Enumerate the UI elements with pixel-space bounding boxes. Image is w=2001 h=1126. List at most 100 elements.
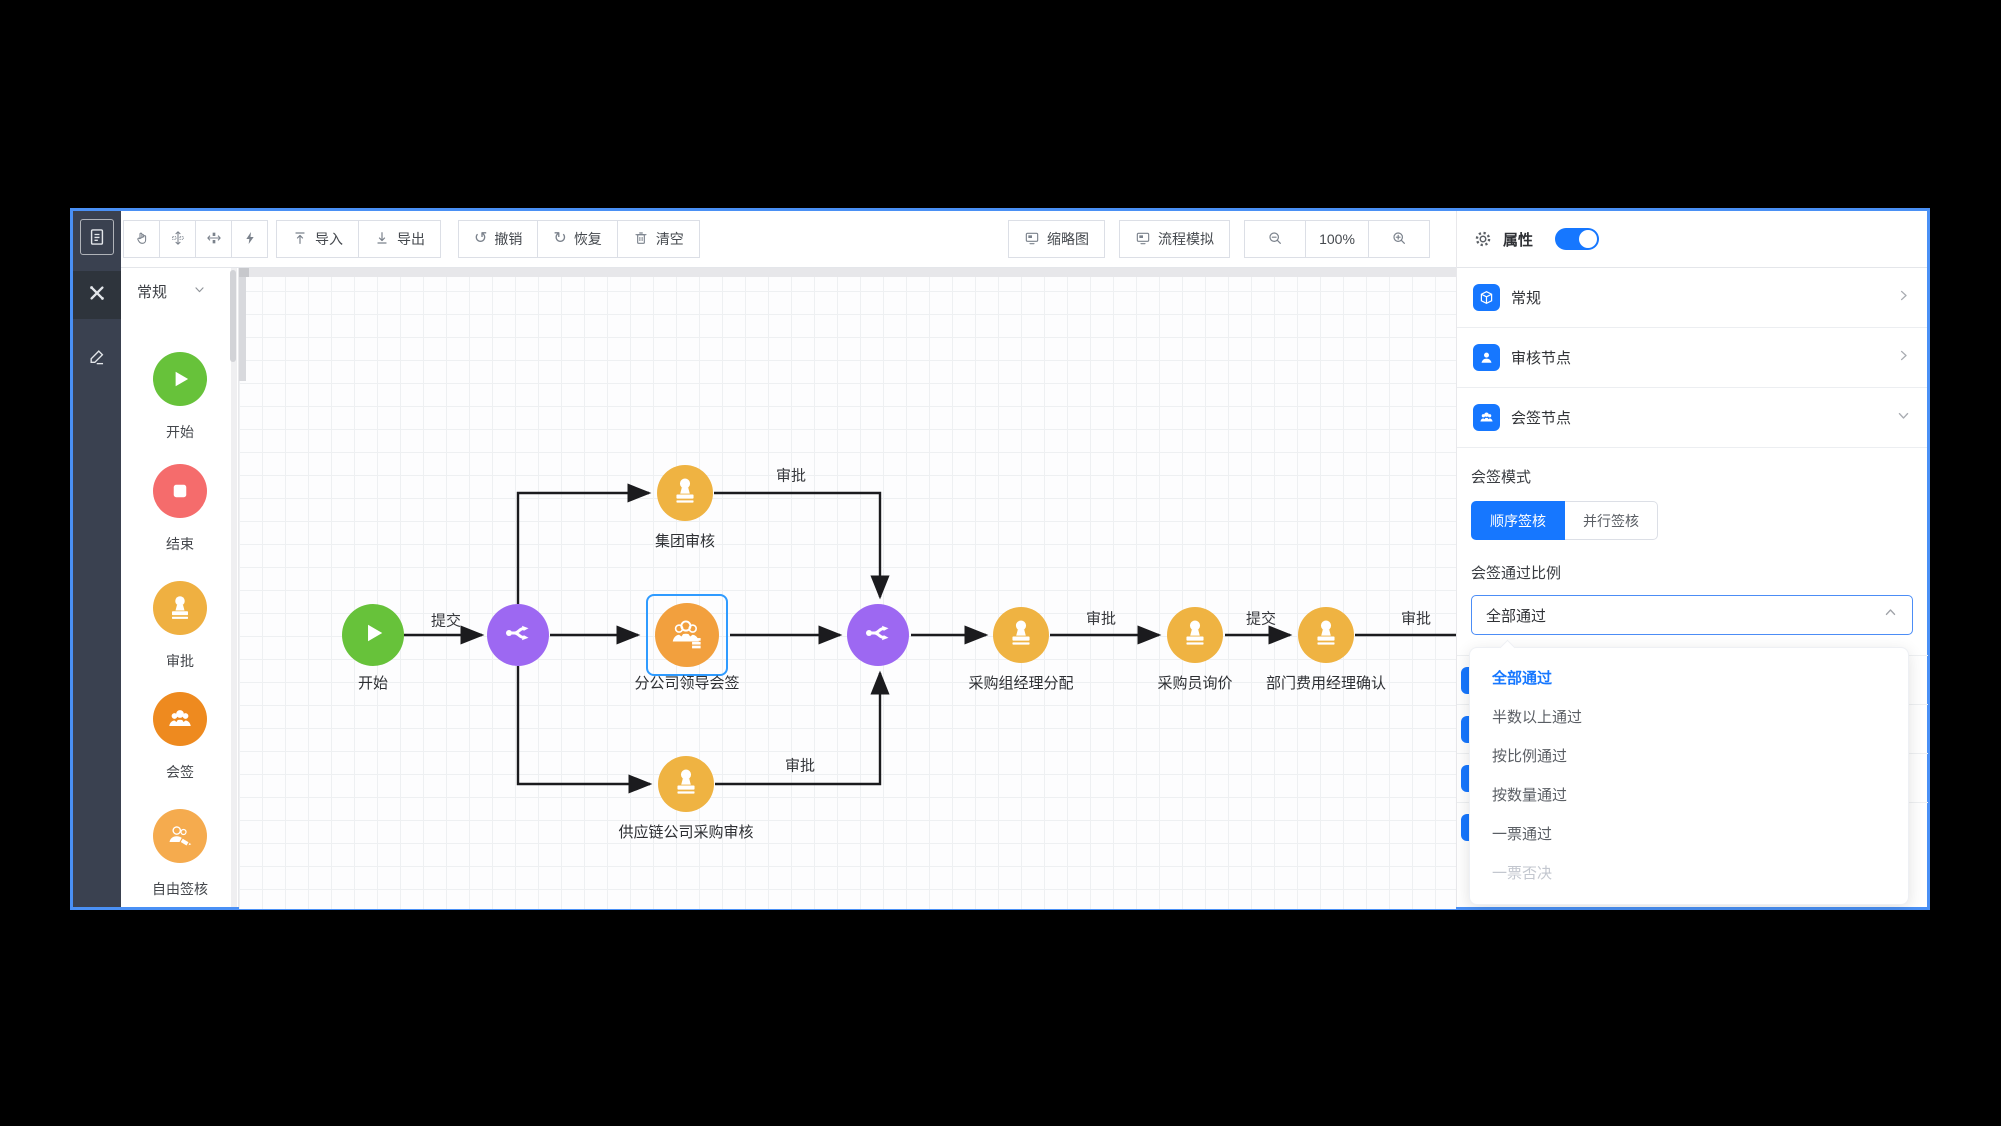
mode-sequential-button[interactable]: 顺序签核 bbox=[1471, 501, 1565, 540]
auto-layout-button[interactable] bbox=[231, 220, 268, 258]
edge-split-supply-review[interactable] bbox=[516, 666, 653, 794]
canvas-vertical-scrollbar-thumb[interactable] bbox=[239, 277, 246, 381]
palette-item-countersign[interactable]: 会签 bbox=[121, 692, 239, 782]
redo-icon: ↻ bbox=[553, 230, 567, 247]
gear-icon bbox=[1473, 229, 1493, 249]
option-one-vote-veto[interactable]: 一票否决 bbox=[1492, 865, 1553, 882]
node-dept-expense-confirm[interactable] bbox=[1298, 607, 1354, 663]
lightning-icon bbox=[242, 230, 258, 249]
mode-parallel-button[interactable]: 并行签核 bbox=[1565, 501, 1658, 540]
zoom-out-button[interactable] bbox=[1244, 220, 1306, 258]
edge-split-group-review[interactable] bbox=[516, 483, 652, 604]
node-supply-chain-review[interactable] bbox=[658, 756, 714, 812]
node-label: 采购组经理分配 bbox=[968, 675, 1074, 692]
zoom-level: 100% bbox=[1305, 220, 1369, 258]
node-label: 集团审核 bbox=[654, 533, 716, 550]
section-general[interactable]: 常规 bbox=[1457, 268, 1927, 328]
zoom-in-icon bbox=[1391, 230, 1407, 249]
node-start[interactable] bbox=[342, 604, 404, 666]
node-buyer-inquiry[interactable] bbox=[1167, 607, 1223, 663]
import-button[interactable]: 导入 bbox=[276, 220, 359, 258]
toggle-knob bbox=[1579, 230, 1598, 248]
chevron-down-icon bbox=[193, 283, 206, 300]
zoom-in-button[interactable] bbox=[1368, 220, 1430, 258]
palette-item-end[interactable]: 结束 bbox=[121, 464, 239, 554]
properties-header: 属性 bbox=[1457, 211, 1927, 268]
zoom-group: 100% bbox=[1244, 220, 1430, 258]
pan-tool-button[interactable] bbox=[123, 220, 160, 258]
node-label: 开始 bbox=[357, 675, 389, 692]
person-icon bbox=[1473, 344, 1500, 371]
palette-scrollbar-thumb[interactable] bbox=[230, 270, 236, 362]
flow-nodes-icon bbox=[87, 283, 107, 308]
option-count-pass[interactable]: 按数量通过 bbox=[1492, 787, 1568, 804]
rail-item-nodes[interactable] bbox=[73, 271, 121, 319]
undo-icon: ↺ bbox=[474, 230, 488, 247]
edge-group-review-merge[interactable] bbox=[714, 491, 890, 600]
export-label: 导出 bbox=[397, 231, 425, 247]
palette-item-approval[interactable]: 审批 bbox=[121, 581, 239, 671]
clear-button[interactable]: 清空 bbox=[616, 220, 700, 258]
distribute-vertical-icon bbox=[170, 230, 186, 249]
properties-panel: 属性 常规 审核节点 会签节点 会签模式 顺序签核 bbox=[1456, 211, 1928, 907]
option-ratio-pass[interactable]: 按比例通过 bbox=[1492, 748, 1568, 765]
chevron-right-icon bbox=[1896, 288, 1911, 308]
node-group-review[interactable] bbox=[657, 465, 713, 521]
minimap-button[interactable]: 缩略图 bbox=[1008, 220, 1105, 258]
palette-category-label: 常规 bbox=[137, 284, 168, 301]
stamp-icon bbox=[1179, 617, 1211, 654]
properties-title: 属性 bbox=[1503, 231, 1534, 249]
option-majority-pass[interactable]: 半数以上通过 bbox=[1492, 709, 1583, 726]
node-label: 供应链公司采购审核 bbox=[618, 824, 754, 841]
stamp-icon bbox=[1005, 617, 1037, 654]
countersign-mode-segment: 顺序签核 并行签核 bbox=[1471, 501, 1913, 540]
branch-icon bbox=[860, 615, 896, 656]
section-label: 会签节点 bbox=[1511, 410, 1572, 427]
countersign-settings: 会签模式 顺序签核 并行签核 会签通过比例 全部通过 bbox=[1457, 448, 1927, 635]
rail-item-edit[interactable] bbox=[73, 335, 121, 383]
export-button[interactable]: 导出 bbox=[358, 220, 441, 258]
node-selection-outline bbox=[646, 594, 728, 676]
node-branch-leader-countersign[interactable] bbox=[655, 603, 719, 667]
node-label: 采购员询价 bbox=[1157, 675, 1233, 692]
section-label: 审核节点 bbox=[1511, 350, 1572, 367]
edge-label: 审批 bbox=[1400, 610, 1432, 628]
option-one-vote-pass[interactable]: 一票通过 bbox=[1492, 826, 1553, 843]
palette-item-start[interactable]: 开始 bbox=[121, 352, 239, 442]
simulate-button[interactable]: 流程模拟 bbox=[1119, 220, 1230, 258]
node-gateway-split[interactable] bbox=[487, 604, 549, 666]
palette-item-label: 审批 bbox=[166, 653, 194, 669]
flow-canvas[interactable]: 提交 审批 审批 审批 提交 审批 开始 集团审核 分公司领导会签 供应链公司采… bbox=[239, 268, 1456, 909]
node-label: 分公司领导会签 bbox=[634, 675, 740, 692]
left-rail bbox=[73, 211, 121, 907]
section-review-node[interactable]: 审核节点 bbox=[1457, 328, 1927, 388]
flow-designer-window: 导入 导出 ↺撤销 ↻恢复 清空 缩略图 流程模拟 100% 常 bbox=[70, 208, 1930, 910]
redo-button[interactable]: ↻ 恢复 bbox=[537, 220, 618, 258]
countersign-mode-label: 会签模式 bbox=[1471, 469, 1532, 486]
redo-label: 恢复 bbox=[573, 231, 602, 247]
properties-toggle[interactable] bbox=[1555, 228, 1600, 250]
palette-scrollbar[interactable] bbox=[230, 268, 237, 907]
minimap-group: 缩略图 bbox=[1008, 220, 1105, 258]
pass-ratio-dropdown: 全部通过 半数以上通过 按比例通过 按数量通过 一票通过 一票否决 bbox=[1469, 639, 1909, 905]
distribute-vertical-button[interactable] bbox=[159, 220, 196, 258]
stamp-icon bbox=[1310, 617, 1342, 654]
play-icon bbox=[356, 616, 390, 655]
node-gateway-merge[interactable] bbox=[847, 604, 909, 666]
document-icon bbox=[80, 219, 114, 255]
section-countersign-node[interactable]: 会签节点 bbox=[1457, 388, 1927, 448]
distribute-horizontal-button[interactable] bbox=[195, 220, 232, 258]
pan-icon bbox=[134, 230, 150, 249]
stamp-icon bbox=[669, 475, 701, 512]
undo-button[interactable]: ↺撤销 bbox=[458, 220, 539, 258]
palette-category-select[interactable]: 常规 bbox=[137, 281, 206, 302]
edge-supply-review-merge[interactable] bbox=[715, 670, 890, 786]
node-purchase-manager-assign[interactable] bbox=[993, 607, 1049, 663]
cube-icon bbox=[1473, 284, 1500, 311]
palette-item-free-sign[interactable]: 自由签核 bbox=[121, 809, 239, 899]
pass-ratio-select[interactable]: 全部通过 bbox=[1471, 595, 1913, 635]
clear-label: 清空 bbox=[655, 231, 684, 247]
rail-item-document[interactable] bbox=[73, 211, 121, 263]
canvas-horizontal-scrollbar[interactable] bbox=[239, 268, 1456, 277]
option-all-pass[interactable]: 全部通过 bbox=[1492, 670, 1553, 687]
